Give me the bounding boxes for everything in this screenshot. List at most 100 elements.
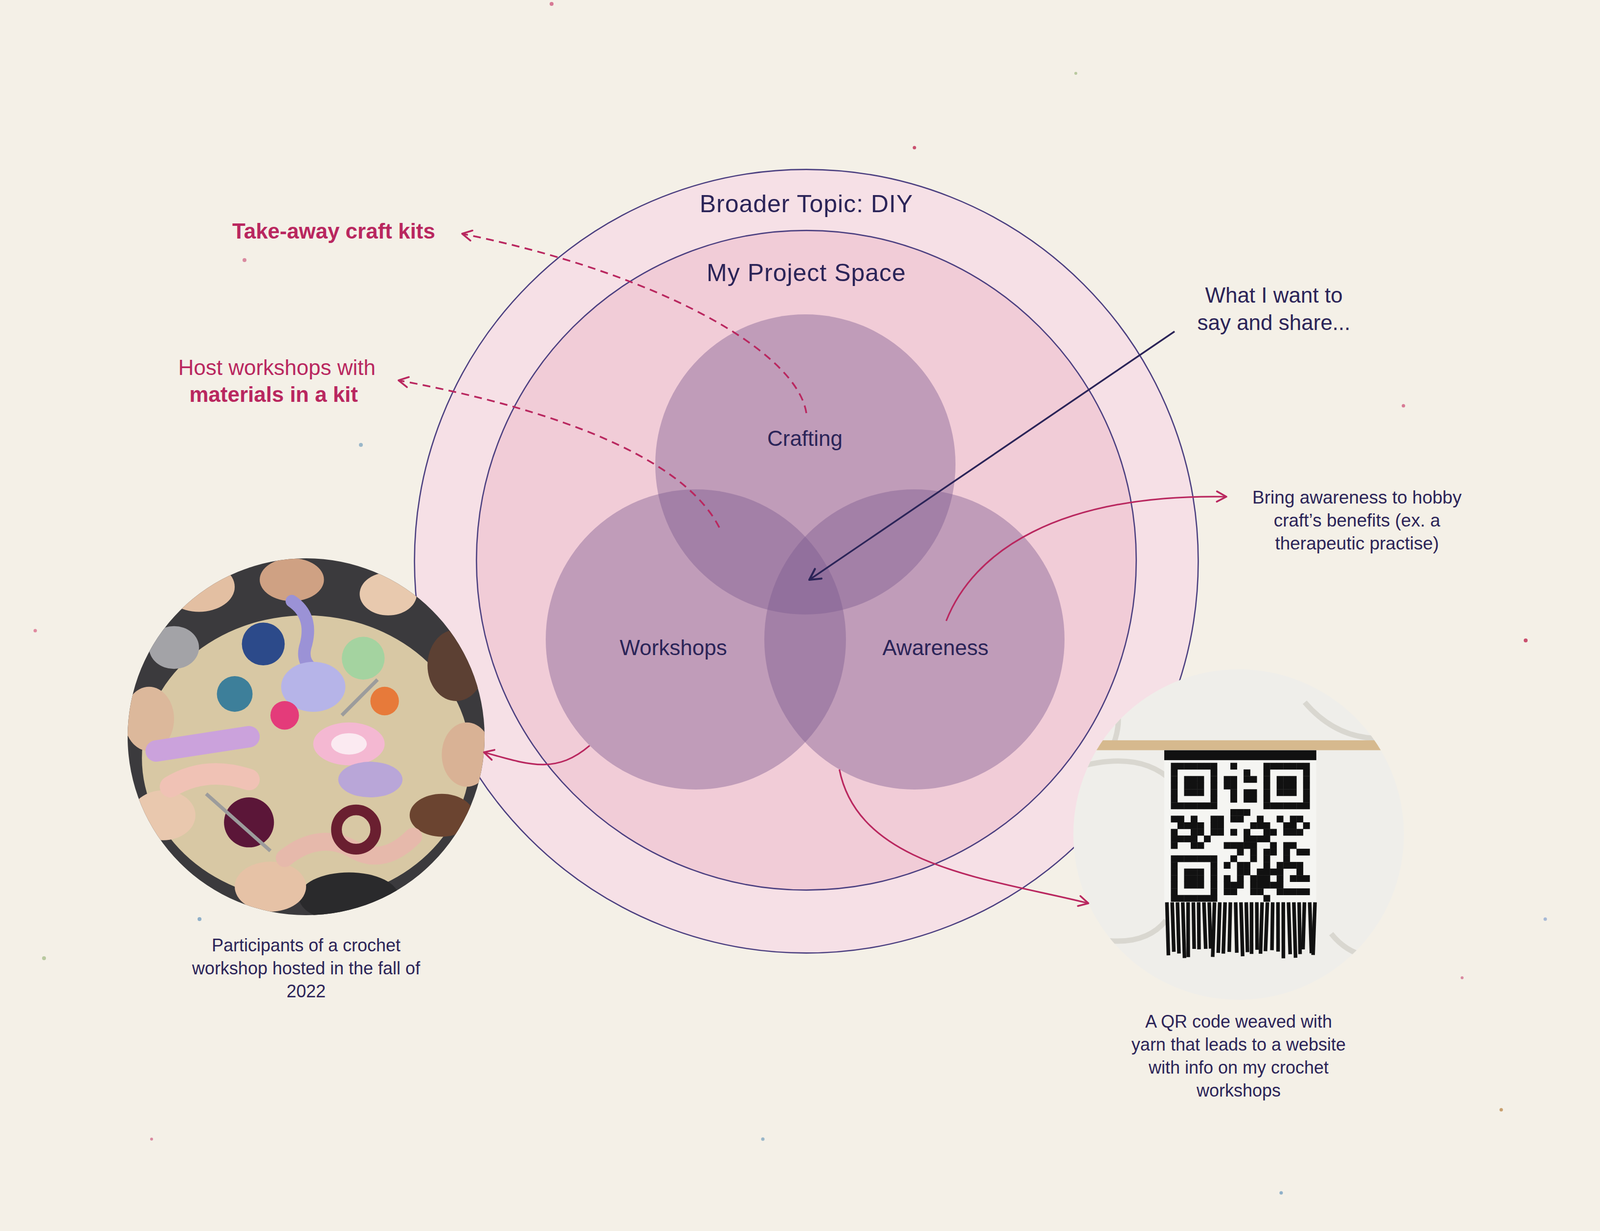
qr-module xyxy=(1243,868,1251,876)
qr-module xyxy=(1283,862,1290,869)
fringe-strand xyxy=(1229,902,1231,953)
qr-module xyxy=(1276,888,1284,896)
qr-pattern xyxy=(1170,762,1310,902)
qr-module xyxy=(1197,895,1205,903)
qr-module xyxy=(1256,822,1264,830)
paper-speck xyxy=(358,443,363,447)
qr-module xyxy=(1263,875,1271,883)
qr-module xyxy=(1296,875,1304,883)
qr-module xyxy=(1276,815,1284,823)
qr-module xyxy=(1203,855,1211,863)
qr-module xyxy=(1237,868,1245,876)
qr-module xyxy=(1210,895,1218,903)
qr-module xyxy=(1197,829,1205,837)
fringe-strand xyxy=(1182,902,1185,959)
leader-arrow xyxy=(809,331,1175,580)
qr-module xyxy=(1289,776,1297,783)
qr-module xyxy=(1190,835,1198,843)
fringe-strand xyxy=(1249,902,1254,955)
qr-module xyxy=(1269,848,1277,856)
qr-module xyxy=(1170,762,1178,770)
fringe-strand xyxy=(1303,902,1305,950)
qr-module xyxy=(1263,868,1271,876)
qr-module xyxy=(1276,882,1284,889)
qr-module xyxy=(1263,829,1271,837)
qr-module xyxy=(1256,835,1264,843)
qr-module xyxy=(1250,776,1258,783)
qr-module xyxy=(1183,782,1191,790)
qr-module xyxy=(1237,882,1245,889)
qr-module xyxy=(1203,895,1211,903)
qr-module xyxy=(1170,782,1178,790)
qr-module xyxy=(1243,796,1251,803)
qr-module xyxy=(1296,888,1304,896)
qr-module xyxy=(1190,776,1198,783)
qr-module xyxy=(1197,882,1205,889)
qr-module xyxy=(1230,782,1238,790)
qr-module xyxy=(1243,809,1251,817)
yarn-ball xyxy=(270,701,299,730)
callout-text: Bring awareness to hobby craft’s benefit… xyxy=(1237,486,1477,556)
paper-speck xyxy=(1499,1108,1504,1112)
qr-module xyxy=(1303,848,1311,856)
qr-module xyxy=(1269,882,1277,889)
qr-module xyxy=(1296,848,1304,856)
qr-module xyxy=(1230,789,1238,797)
fringe-strand xyxy=(1193,902,1195,950)
qr-module xyxy=(1289,829,1297,837)
photo-caption: Participants of a crochet workshop hoste… xyxy=(183,933,429,1003)
qr-module xyxy=(1223,842,1231,850)
qr-module xyxy=(1230,809,1238,817)
qr-module xyxy=(1210,822,1218,830)
fringe-strand xyxy=(1276,902,1281,953)
qr-module xyxy=(1263,822,1271,830)
qr-module xyxy=(1237,875,1245,883)
qr-module xyxy=(1217,815,1224,823)
qr-module xyxy=(1210,888,1218,896)
paper-speck xyxy=(761,1137,765,1142)
qr-module xyxy=(1190,829,1198,837)
qr-module xyxy=(1263,769,1271,777)
qr-module xyxy=(1170,882,1178,889)
cloth-ground xyxy=(1073,669,1404,1000)
qr-module xyxy=(1303,796,1311,803)
qr-module xyxy=(1289,862,1297,869)
qr-module xyxy=(1170,835,1178,843)
qr-module xyxy=(1276,862,1284,869)
qr-module xyxy=(1237,815,1245,823)
qr-module xyxy=(1283,802,1290,810)
qr-module xyxy=(1276,782,1284,790)
qr-module xyxy=(1237,862,1245,869)
qr-module xyxy=(1283,822,1290,830)
qr-module xyxy=(1263,776,1271,783)
qr-module xyxy=(1296,868,1304,876)
fringe-strand xyxy=(1246,902,1248,953)
qr-module xyxy=(1250,848,1258,856)
fringe-strand xyxy=(1288,902,1290,955)
qr-module xyxy=(1296,762,1304,770)
qr-module xyxy=(1296,815,1304,823)
crochet-piece xyxy=(291,601,321,673)
qr-module xyxy=(1289,888,1297,896)
fringe-strand xyxy=(1309,902,1312,954)
qr-module xyxy=(1303,789,1311,797)
fringe-strand xyxy=(1281,902,1286,959)
qr-module xyxy=(1230,855,1238,863)
fringe-strand xyxy=(1177,902,1179,955)
fringe-strand xyxy=(1218,902,1220,954)
qr-module xyxy=(1170,862,1178,869)
qr-module xyxy=(1190,868,1198,876)
qr-module xyxy=(1263,796,1271,803)
dashed-leader xyxy=(398,380,720,528)
qr-module xyxy=(1303,822,1311,830)
paper-speck xyxy=(42,956,46,961)
qr-module xyxy=(1183,882,1191,889)
connector-arrow xyxy=(484,745,590,765)
qr-module xyxy=(1256,875,1264,883)
qr-module xyxy=(1250,835,1258,843)
qr-module xyxy=(1289,822,1297,830)
qr-module xyxy=(1237,848,1245,856)
sleeve xyxy=(427,629,485,702)
qr-module xyxy=(1170,789,1178,797)
